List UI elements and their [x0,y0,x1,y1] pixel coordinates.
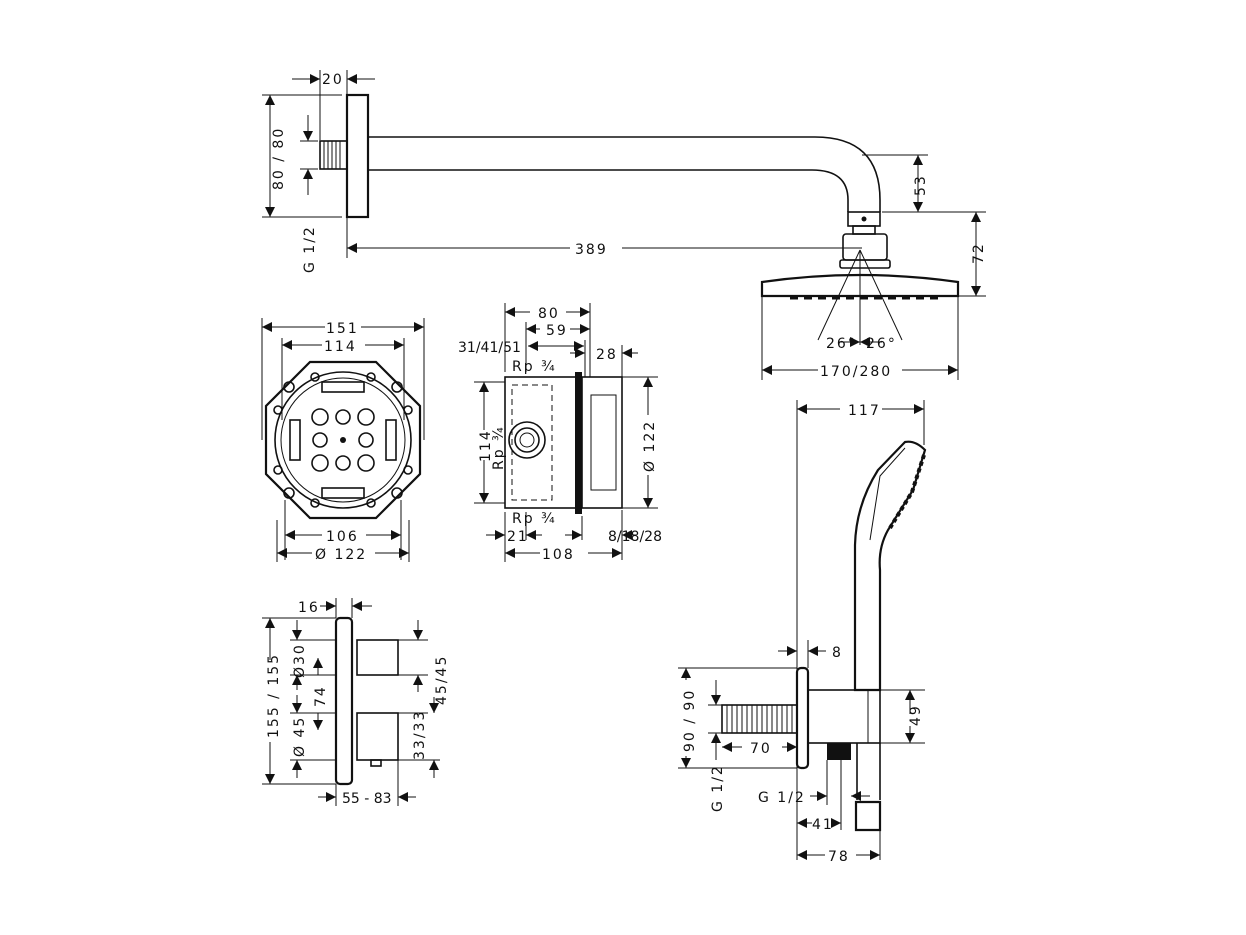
dim-155-155: 155 / 155 [266,653,282,738]
dim-59: 59 [546,323,568,339]
wall-flange [345,93,370,219]
dim-8-18-28: 8/18/28 [608,529,662,545]
dim-53: 53 [913,174,929,196]
iBox-side-view: 80 59 31/41/51 28 Rp ¾ 114 Rp ¾ Ø 122 Rp… [458,303,662,563]
port-top-label: Rp ¾ [512,359,557,375]
thread-wall-label: G 1/2 [710,764,726,812]
dim-106: 106 [326,529,359,545]
dim-389: 389 [575,242,608,258]
dim-90-90: 90 / 90 [682,689,698,752]
thread-nipple [319,140,348,170]
dim-170-280: 170/280 [820,364,892,380]
dim-114-side: 114 [478,429,494,462]
dim-33-33: 33/33 [412,710,428,760]
dim-28: 28 [596,347,618,363]
dim-80: 80 [538,306,560,322]
arm-pipe-inner [368,169,849,212]
dim-d45: Ø 45 [292,716,308,757]
shower-arm-view: 20 80 / 80 G 1/2 389 53 72 26° 26° 170/2… [262,70,987,380]
hand-shower [853,440,927,692]
dim-20: 20 [322,72,344,88]
wall-outlet-plate [795,666,810,770]
dim-49: 49 [908,704,924,726]
dim-114: 114 [324,339,357,355]
dim-41: 41 [812,817,834,833]
dim-d122: Ø 122 [315,547,367,563]
dim-d122-side: Ø 122 [642,420,658,472]
angle-right: 26° [866,336,897,352]
dim-8: 8 [832,645,843,661]
arm-pipe-outer [368,136,881,212]
dim-80-80: 80 / 80 [271,127,287,190]
dim-31-41-51: 31/41/51 [458,340,521,356]
thread-label: G 1/2 [302,225,318,273]
dim-16: 16 [298,600,320,616]
dim-117: 117 [848,403,881,419]
dim-151: 151 [326,321,359,337]
dim-72: 72 [971,242,987,264]
trim-plate [334,616,354,786]
dim-21: 21 [507,529,529,545]
hand-shower-view: 117 8 90 / 90 G 1/2 70 49 G 1/2 41 78 [678,400,927,865]
port-bottom-label: Rp ¾ [512,511,557,527]
dim-108: 108 [542,547,575,563]
thread-outlet-label: G 1/2 [758,790,806,806]
dim-45-45: 45/45 [434,655,450,705]
dim-55-83: 55 - 83 [342,791,392,807]
port-side-label: Rp ¾ [491,425,507,470]
dim-70: 70 [750,741,772,757]
dim-78: 78 [828,849,850,865]
dim-74: 74 [313,685,329,707]
dim-d30: Ø30 [292,643,308,678]
angle-left: 26° [826,336,857,352]
thermostat-trim-view: 16 155 / 155 Ø30 74 Ø 45 45/45 33/33 55 … [262,598,450,807]
iBox-front-view: 151 114 106 Ø 122 [261,318,425,563]
